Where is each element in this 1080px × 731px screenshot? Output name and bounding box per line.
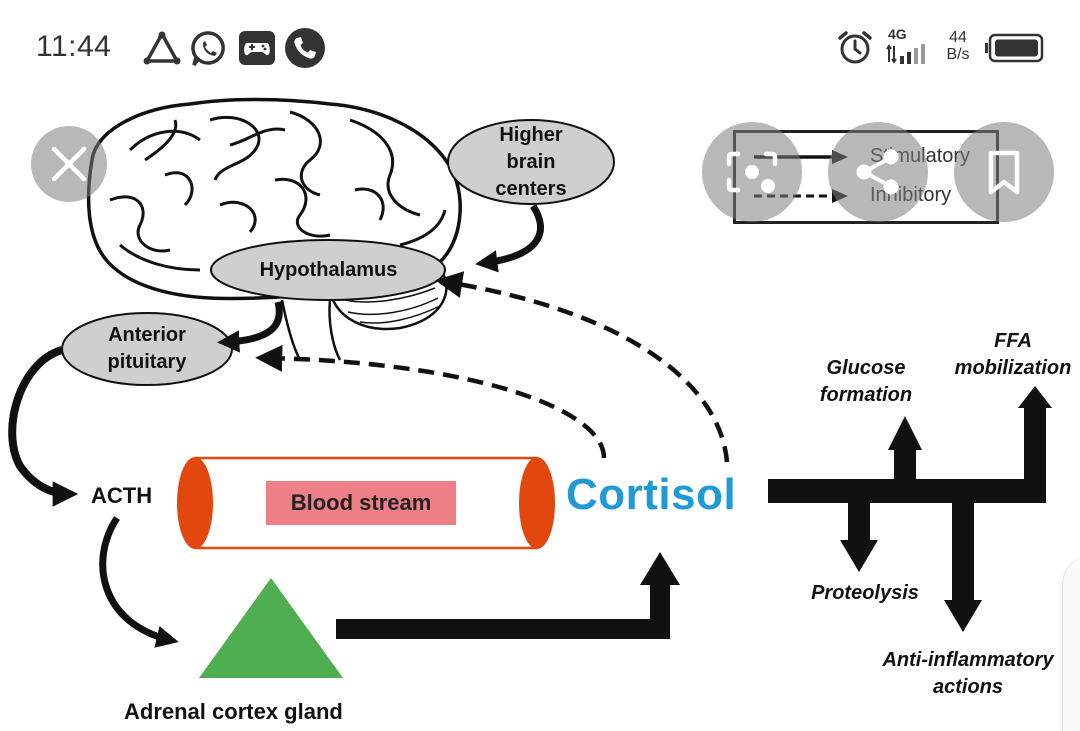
share-icon xyxy=(856,149,899,195)
lens-search-button[interactable] xyxy=(702,122,802,222)
glucose-formation-label: Glucose formation xyxy=(819,357,913,406)
status-time: 11:44 xyxy=(36,30,112,63)
net-speed-value: 44 xyxy=(949,29,967,46)
ffa-mobilization-label: FFA mobilization xyxy=(954,330,1072,379)
close-button[interactable] xyxy=(31,126,107,202)
adrenal-to-cortisol-arrowhead xyxy=(640,552,680,585)
higher-brain-centers-label: Higher brain centers xyxy=(495,124,567,200)
hypothalamus-to-pituitary-arrow xyxy=(217,301,283,353)
hypothalamus-label: Hypothalamus xyxy=(259,259,398,281)
adrenal-gland-triangle xyxy=(199,578,343,678)
phone-icon xyxy=(285,28,325,68)
adrenal-to-cortisol-arrow xyxy=(336,582,670,639)
cortisol-effects-arrows xyxy=(768,386,1052,632)
higher-centers-to-hypothalamus-arrow xyxy=(475,204,544,273)
close-icon xyxy=(51,146,87,182)
anterior-pituitary-label: Anterior pituitary xyxy=(107,324,187,373)
status-bar: 11:44 4G 44 B/s xyxy=(0,0,1080,96)
net-speed-unit: B/s xyxy=(946,46,970,63)
signal-icon xyxy=(886,44,925,64)
network-type: 4G xyxy=(888,26,907,42)
lens-search-icon xyxy=(726,151,778,193)
game-controller-icon xyxy=(239,31,275,65)
side-panel-edge[interactable] xyxy=(1062,555,1080,731)
whatsapp-icon xyxy=(191,31,225,66)
cortisol-to-pituitary-inhibitory-arrow xyxy=(255,344,607,459)
anti-inflammatory-actions-label: Anti-inflammatory actions xyxy=(882,649,1054,698)
bookmark-icon xyxy=(988,150,1020,195)
acth-to-adrenal-arrow xyxy=(99,516,179,648)
battery-icon xyxy=(985,33,1044,63)
hypothalamus-ellipse xyxy=(210,239,446,301)
alarm-icon xyxy=(838,31,872,64)
acth-label: ACTH xyxy=(91,483,153,508)
bookmark-button[interactable] xyxy=(954,122,1054,222)
blood-stream-label: Blood stream xyxy=(266,481,456,525)
adrenal-cortex-gland-label: Adrenal cortex gland xyxy=(124,699,343,724)
proteolysis-label: Proteolysis xyxy=(811,582,919,604)
triangle-app-icon xyxy=(143,31,181,65)
pituitary-to-acth-arrow xyxy=(8,346,79,507)
net-speed: 44 B/s xyxy=(940,29,976,63)
higher-brain-centers-ellipse xyxy=(447,119,615,205)
cortisol-to-hypothalamus-inhibitory-arrow xyxy=(435,271,730,463)
cortisol-label: Cortisol xyxy=(566,470,737,519)
blood-stream-tube xyxy=(177,456,555,550)
share-button[interactable] xyxy=(828,122,928,222)
